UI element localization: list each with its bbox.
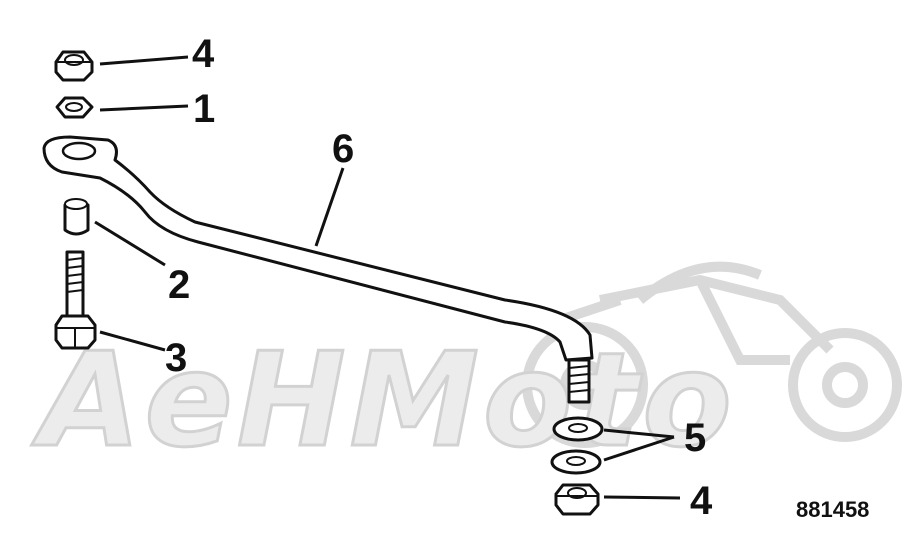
leader-bushing [94, 220, 166, 267]
leader-tie-rod [314, 167, 345, 247]
hex-nut-top [54, 50, 94, 82]
leader-nut-bottom [603, 495, 681, 500]
callouts: 4 1 2 3 6 5 4 [165, 32, 713, 523]
callout-bolt: 3 [165, 336, 187, 380]
leader-washer-1 [603, 428, 675, 439]
tie-rod-stud [567, 358, 591, 404]
leader-washer-top [99, 104, 189, 112]
callout-bushing: 2 [168, 263, 190, 307]
watermark-text: AeHMoto [31, 324, 736, 476]
leader-nut-top [99, 55, 189, 66]
bushing [63, 198, 90, 236]
callout-nut-bottom: 4 [690, 479, 713, 523]
tie-rod [42, 135, 594, 362]
callout-washers-bottom: 5 [684, 416, 706, 460]
leader-bolt [99, 330, 166, 352]
watermark: AeHMoto [30, 261, 902, 478]
hex-nut-bottom [554, 483, 600, 516]
callout-nut-top: 4 [192, 32, 215, 76]
bolt [54, 250, 97, 350]
callout-tie-rod: 6 [332, 127, 354, 171]
leader-lines [94, 55, 681, 500]
leader-washer-2 [603, 435, 675, 462]
figure-code: 881458 [796, 497, 869, 522]
washer-bottom-1 [552, 416, 604, 442]
washer-top [55, 96, 94, 119]
washer-bottom-2 [550, 449, 602, 475]
callout-washer-top: 1 [193, 87, 215, 131]
